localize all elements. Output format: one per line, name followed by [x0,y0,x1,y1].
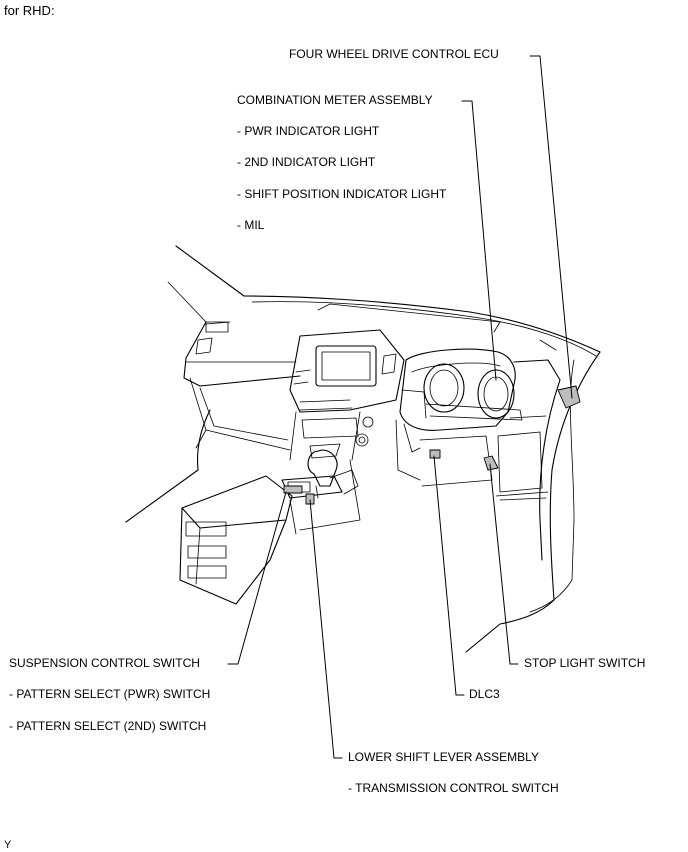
leader-dlc3 [433,455,465,696]
label-lower-shift-lever: LOWER SHIFT LEVER ASSEMBLY [348,750,539,764]
label-pattern-select-pwr: - PATTERN SELECT (PWR) SWITCH [9,687,211,701]
label-stop-light-switch: STOP LIGHT SWITCH [524,656,646,670]
passenger-dash [183,321,301,387]
label-transmission-control-switch: - TRANSMISSION CONTROL SWITCH [348,781,559,795]
page-title: for RHD: [4,3,55,18]
label-shift-position-indicator: - SHIFT POSITION INDICATOR LIGHT [237,187,447,201]
label-suspension-control-switch: SUSPENSION CONTROL SWITCH [9,656,200,670]
leader-lower-shift-lever [309,499,343,759]
label-combination-meter: COMBINATION METER ASSEMBLY [237,93,433,107]
dashboard-top [243,295,601,353]
combination-meter-gauge-right [477,369,515,419]
label-pattern-select-2nd: - PATTERN SELECT (2ND) SWITCH [9,719,207,733]
suspension-switch-part [283,485,303,494]
center-display [315,345,377,387]
windshield-pillar [175,245,245,297]
leader-stop-light-switch [489,463,519,665]
four-wheel-drive-ecu-part [557,385,581,409]
stop-light-switch-part [483,455,499,471]
center-stack [289,329,405,413]
leader-four-wheel-drive-ecu [529,55,573,399]
label-2nd-indicator: - 2ND INDICATOR LIGHT [237,155,376,169]
combination-meter-gauge-left [423,363,465,413]
leader-combination-meter [461,100,497,381]
label-four-wheel-drive-ecu: FOUR WHEEL DRIVE CONTROL ECU [289,47,499,61]
figure-code: Y [4,839,12,851]
door-frame [549,351,601,601]
label-pwr-indicator: - PWR INDICATOR LIGHT [237,124,380,138]
armrest-console [181,475,293,529]
label-dlc3: DLC3 [469,687,500,701]
leader-suspension-switch [227,491,287,665]
label-mil: - MIL [237,218,265,232]
steering-wheel [399,348,516,431]
shift-lever [307,449,338,487]
dlc3-part [429,449,441,459]
